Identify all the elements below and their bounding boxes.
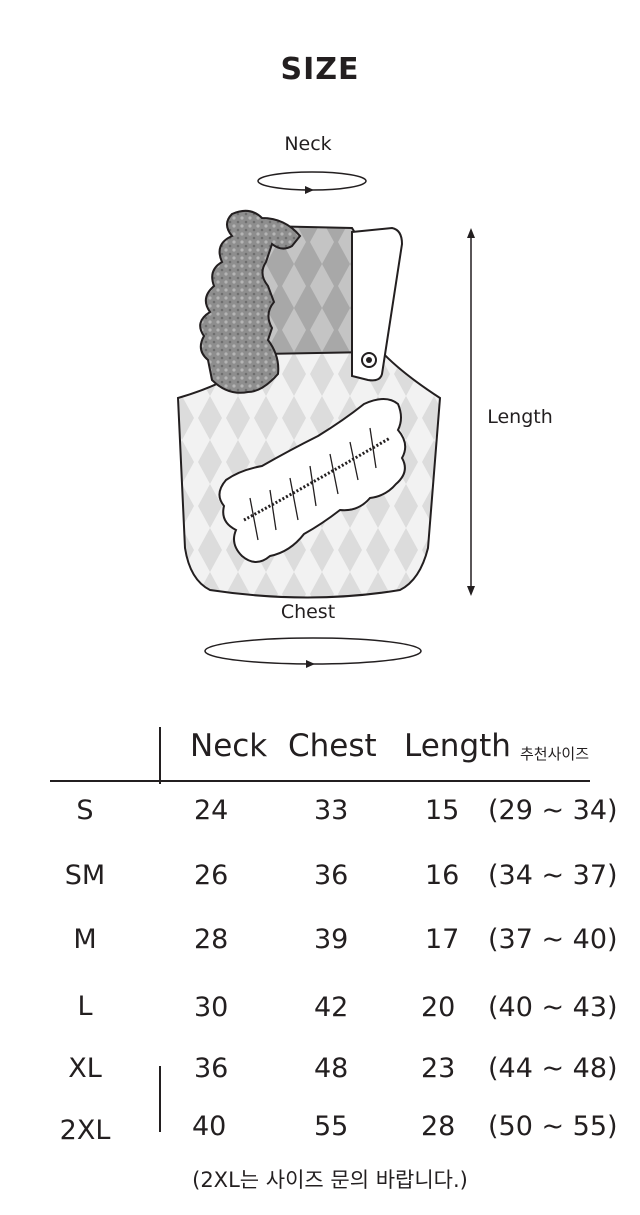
garment-body [176, 209, 442, 599]
chest-cell: 48 [314, 1053, 349, 1084]
length-cell: 17 [425, 924, 460, 955]
table-divider-vertical [159, 727, 161, 784]
chest-cell: 42 [314, 992, 349, 1023]
table-divider-vertical-lower [159, 1066, 161, 1132]
page-title: SIZE [280, 52, 360, 87]
neck-cell: 30 [194, 992, 229, 1023]
neck-cell: 26 [194, 860, 229, 891]
range-cell: (50 ~ 55) [488, 1111, 618, 1142]
size-cell: M [73, 924, 97, 955]
header-neck: Neck [190, 728, 268, 764]
range-cell: (29 ~ 34) [488, 795, 618, 826]
length-cell: 20 [421, 992, 456, 1023]
neck-measure-arrow [257, 171, 367, 194]
size-cell: 2XL [59, 1115, 111, 1146]
neck-cell: 28 [194, 924, 229, 955]
neck-cell: 36 [194, 1053, 229, 1084]
range-cell: (44 ~ 48) [488, 1053, 618, 1084]
length-cell: 28 [421, 1111, 456, 1142]
size-cell: S [76, 795, 94, 826]
range-cell: (37 ~ 40) [488, 924, 618, 955]
size-cell: XL [68, 1053, 102, 1084]
length-cell: 23 [421, 1053, 456, 1084]
range-cell: (40 ~ 43) [488, 992, 618, 1023]
size-cell: SM [64, 860, 106, 891]
header-chest: Chest [288, 728, 377, 764]
header-recommended: 추천사이즈 [520, 745, 590, 763]
neck-cell: 40 [192, 1111, 227, 1142]
length-cell: 15 [425, 795, 460, 826]
chest-cell: 33 [314, 795, 349, 826]
range-cell: (34 ~ 37) [488, 860, 618, 891]
length-measure-arrow [467, 228, 475, 596]
chest-measure-arrow [204, 637, 422, 668]
header-length: Length [404, 728, 511, 764]
length-label: Length [487, 406, 553, 428]
size-cell: L [77, 991, 93, 1022]
neck-label: Neck [284, 133, 332, 155]
length-cell: 16 [425, 860, 460, 891]
table-divider-horizontal [50, 780, 590, 782]
chest-cell: 39 [314, 924, 349, 955]
garment-diagram [176, 171, 475, 668]
chest-cell: 55 [314, 1111, 349, 1142]
chest-label: Chest [280, 601, 336, 623]
chest-cell: 36 [314, 860, 349, 891]
footnote: (2XL는 사이즈 문의 바랍니다.) [192, 1168, 468, 1192]
neck-cell: 24 [194, 795, 229, 826]
